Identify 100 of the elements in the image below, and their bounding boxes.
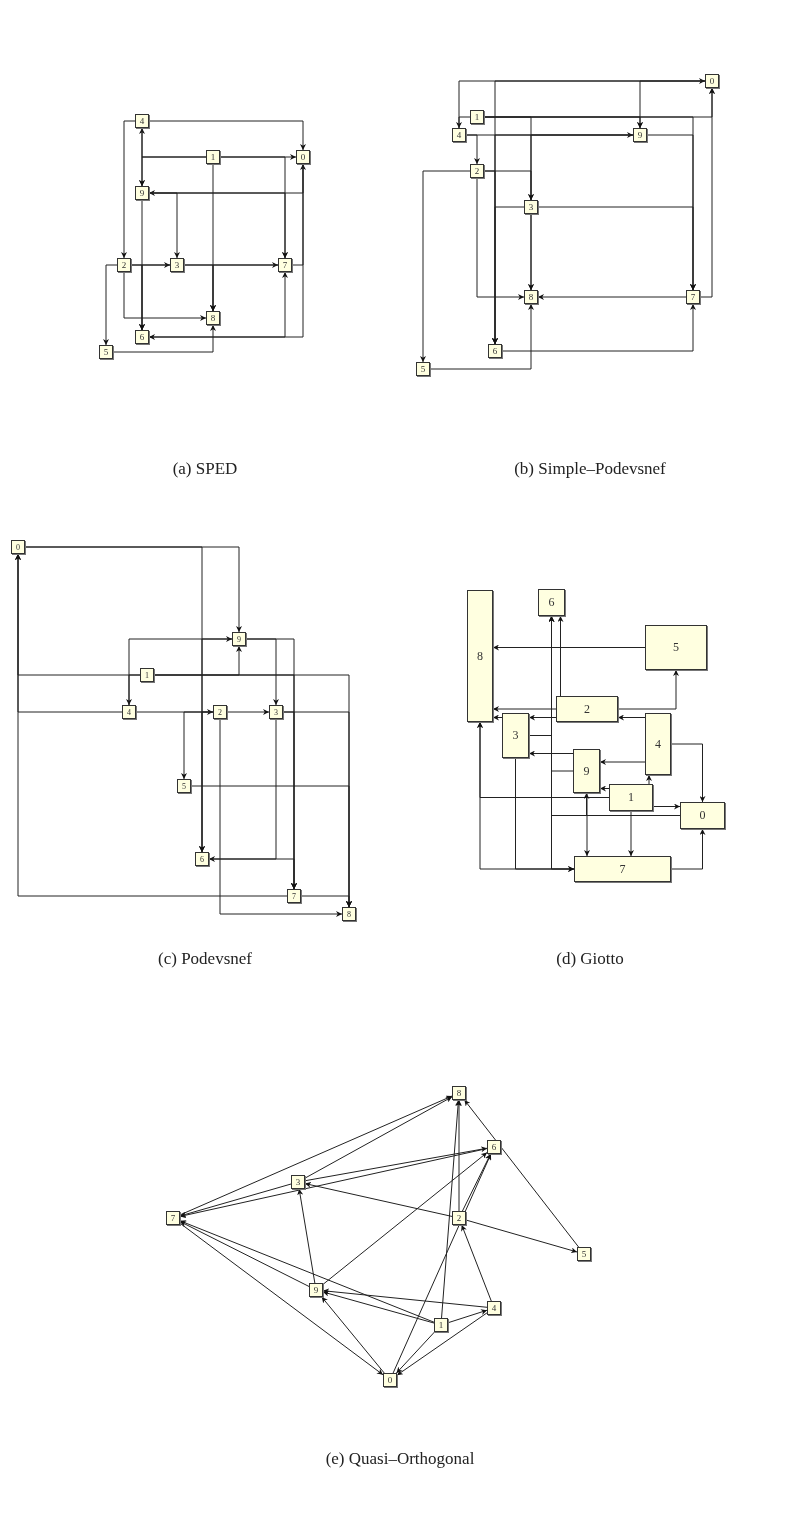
arrow [420, 170, 471, 363]
arrow [322, 1290, 435, 1324]
arrow [322, 1288, 488, 1308]
arrow [148, 120, 306, 151]
graph-node: 0 [11, 540, 25, 554]
graph-node: 9 [232, 632, 246, 646]
arrow [208, 858, 297, 890]
arrow [208, 718, 277, 862]
arrow [458, 78, 706, 129]
graph-node: 4 [135, 114, 149, 128]
graph-node: 9 [633, 128, 647, 142]
arrow [628, 810, 634, 857]
arrow [304, 1146, 488, 1182]
arrow [670, 828, 706, 870]
arrow [646, 774, 652, 785]
arrow [392, 1153, 492, 1374]
arrow [148, 163, 304, 340]
arrow [463, 1099, 580, 1248]
graph-node: 1 [609, 784, 653, 811]
graph-node: 3 [170, 258, 184, 272]
arrow [461, 1153, 492, 1212]
graph-node: 3 [291, 1175, 305, 1189]
arrow [226, 709, 270, 715]
graph-node: 3 [524, 200, 538, 214]
arrow [139, 264, 171, 331]
arrow [501, 303, 696, 352]
graph-node: 2 [117, 258, 131, 272]
arrow [537, 206, 696, 291]
graph-node: 7 [166, 1211, 180, 1225]
graph-node: 0 [680, 802, 725, 829]
graph-node: 6 [538, 589, 565, 616]
arrow [322, 1152, 488, 1285]
arrow [557, 615, 564, 697]
arrow [447, 1309, 488, 1324]
arrow [128, 636, 233, 706]
graph-node: 2 [556, 696, 618, 722]
arrow [179, 1222, 384, 1376]
arrow [699, 87, 715, 298]
graph-node: 7 [574, 856, 671, 882]
graph-node: 6 [488, 344, 502, 358]
arrow [210, 264, 279, 312]
arrow [465, 134, 480, 165]
graph-node: 8 [467, 590, 493, 722]
arrow [492, 644, 646, 651]
graph-node: 2 [452, 1211, 466, 1225]
panel-caption: (a) SPED [172, 459, 238, 479]
graph-node: 9 [309, 1283, 323, 1297]
graph-node: 6 [135, 330, 149, 344]
arrow [652, 803, 681, 810]
arrow [492, 706, 557, 712]
arrow [528, 213, 534, 291]
arrow [456, 1099, 462, 1212]
arrow [548, 615, 681, 816]
graph-node: 7 [287, 889, 301, 903]
graph-node: 5 [577, 1247, 591, 1261]
graph-node: 7 [686, 290, 700, 304]
arrow [190, 785, 352, 908]
graph-node: 4 [645, 713, 671, 775]
arrow [429, 303, 534, 370]
arrow [112, 324, 216, 353]
graph-node: 9 [573, 749, 600, 793]
arrow [121, 120, 136, 259]
graph-node: 8 [342, 907, 356, 921]
arrow [599, 785, 610, 792]
arrow [179, 1095, 453, 1216]
graph-node: 0 [296, 150, 310, 164]
graph-node: 1 [140, 668, 154, 682]
graph-node: 7 [278, 258, 292, 272]
arrow [103, 264, 118, 346]
panel-caption: (d) Giotto [556, 949, 624, 969]
arrow [476, 177, 525, 300]
arrow [599, 759, 646, 765]
graph-node: 8 [524, 290, 538, 304]
panel-caption: (e) Quasi–Orthogonal [325, 1449, 475, 1469]
graph-node: 1 [434, 1318, 448, 1332]
panel-caption: (b) Simple–Podevsnef [514, 459, 666, 479]
arrow [396, 1331, 435, 1374]
arrow [139, 127, 145, 187]
arrow [321, 1296, 385, 1374]
graph-node: 6 [487, 1140, 501, 1154]
arrow [179, 1221, 310, 1287]
graph-node: 0 [383, 1373, 397, 1387]
arrow [617, 669, 679, 710]
graph-node: 0 [705, 74, 719, 88]
graph-node: 2 [213, 705, 227, 719]
graph-node: 1 [470, 110, 484, 124]
panel-caption: (c) Podevsnef [158, 949, 252, 969]
graph-node: 5 [99, 345, 113, 359]
arrow [537, 294, 687, 300]
arrow [441, 1099, 461, 1319]
arrow [492, 80, 706, 345]
arrow [297, 1188, 316, 1284]
arrow [135, 709, 214, 715]
arrow [528, 714, 557, 721]
graph-node: 3 [269, 705, 283, 719]
arrow [304, 1096, 453, 1179]
graph-node: 2 [470, 164, 484, 178]
arrow [461, 1224, 492, 1302]
graph-node: 5 [645, 625, 707, 670]
graph-node: 8 [206, 311, 220, 325]
